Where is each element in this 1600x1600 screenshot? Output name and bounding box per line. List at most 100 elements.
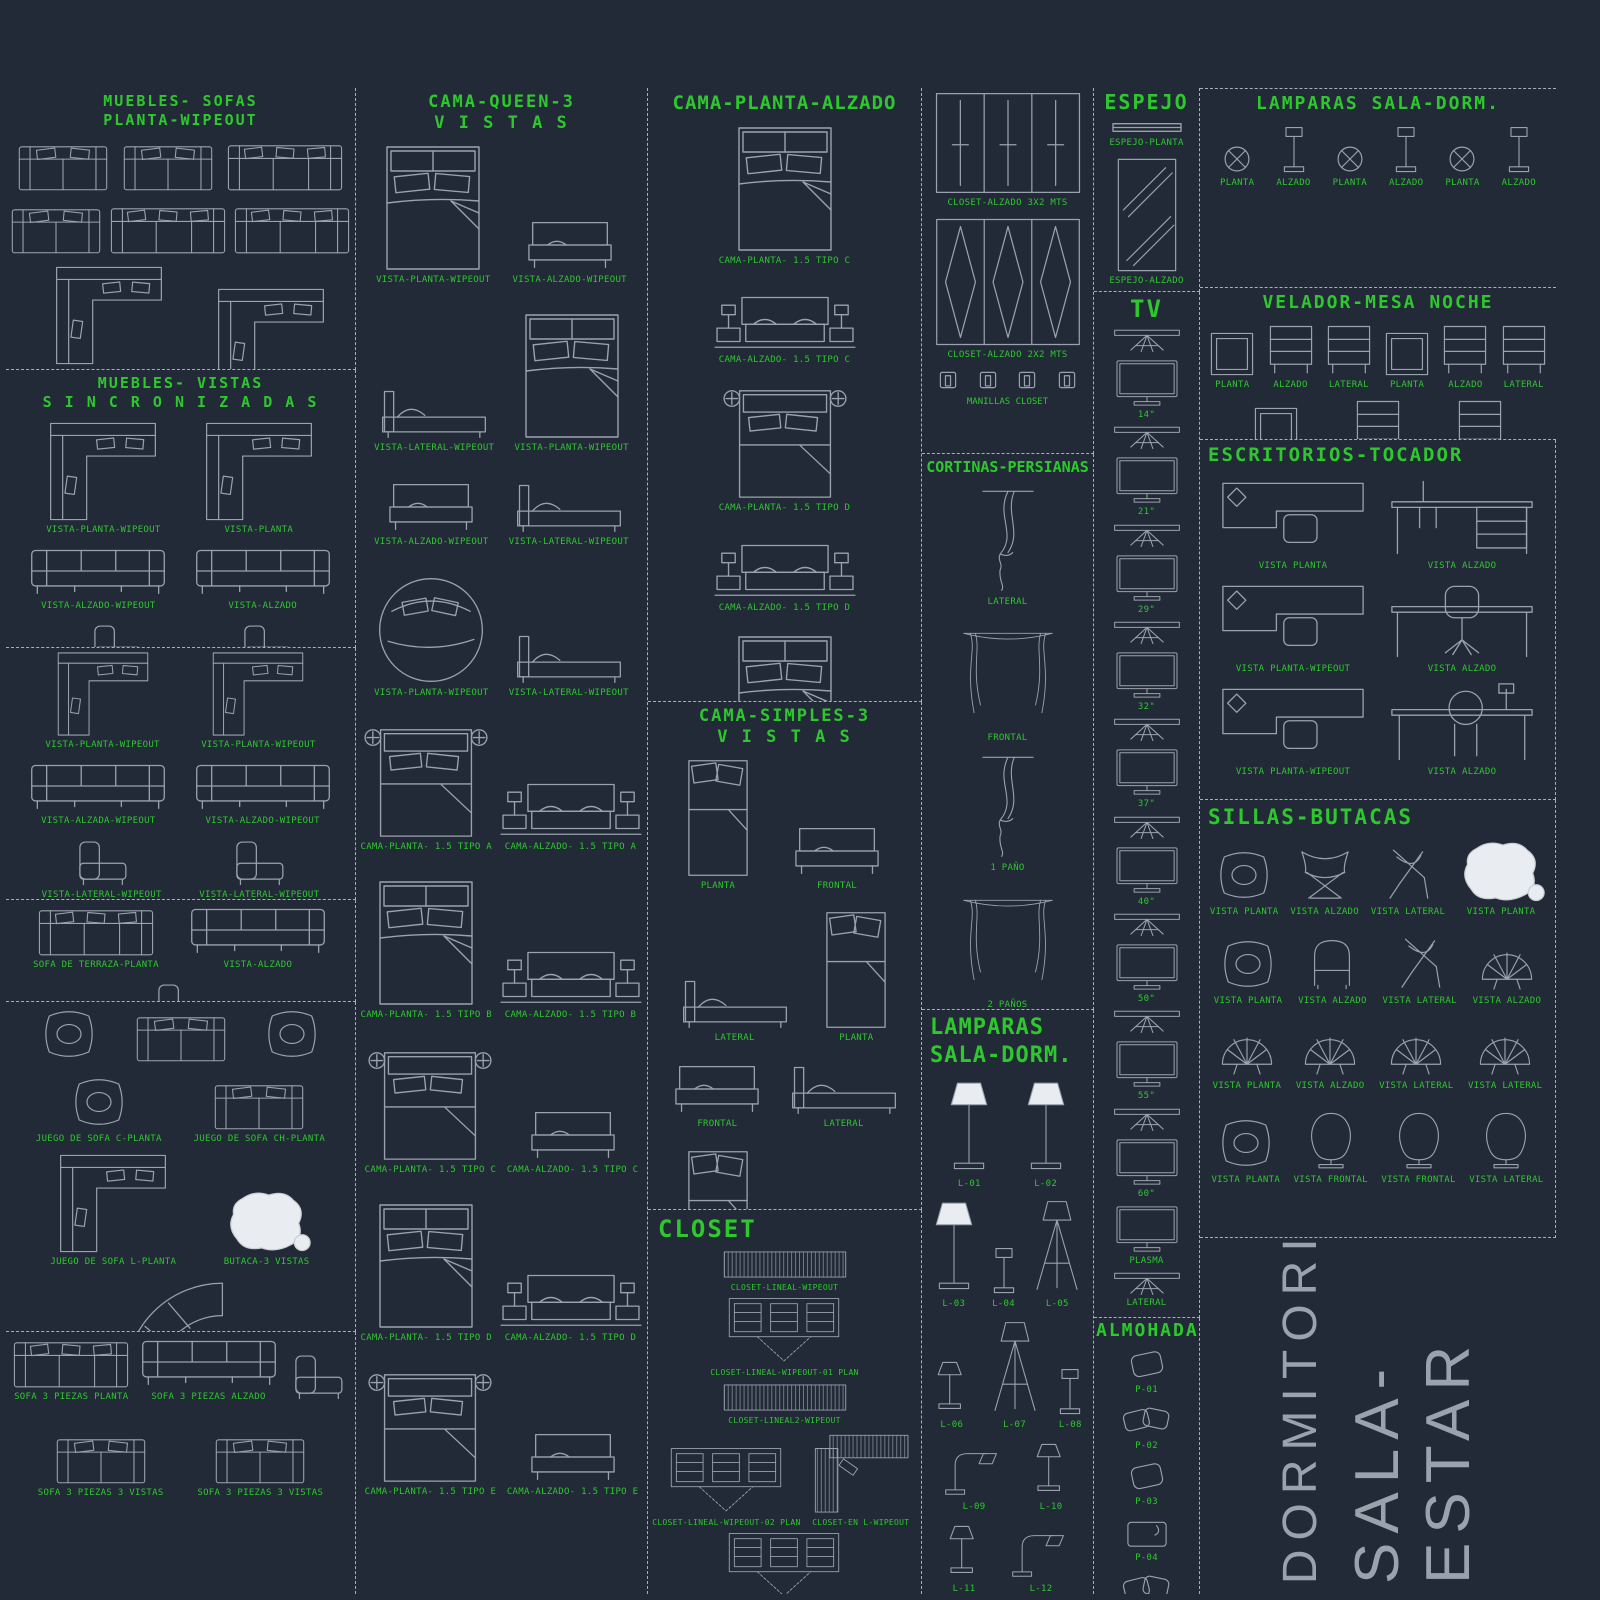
- nightFront-block[interactable]: LATERAL: [1500, 323, 1548, 390]
- bedPosts-block[interactable]: CAMA-PLANTA- 1.5 TIPO A: [360, 724, 492, 852]
- sofa2p-block[interactable]: SOFA 3 PIEZAS 3 VISTAS: [197, 1432, 323, 1498]
- bedPosts-block[interactable]: CAMA-PLANTA- 1.5 TIPO D: [719, 385, 851, 513]
- tvFront-block[interactable]: PLASMA: [1105, 1204, 1189, 1266]
- tvPlan-block[interactable]: [1105, 912, 1189, 937]
- curtainTie-block[interactable]: LATERAL: [976, 485, 1040, 607]
- tvPlan-block[interactable]: [1110, 815, 1184, 840]
- sofaFront-block[interactable]: VISTA-ALZADO-WIPEOUT: [28, 543, 168, 611]
- bedPosts-block[interactable]: CAMA-PLANTA- 1.5 TIPO C: [365, 1047, 497, 1175]
- nightFront-block[interactable]: ALZADO: [1441, 323, 1489, 390]
- bedPlan-block[interactable]: CAMA-PLANTA- 1.5 TIPO B: [719, 633, 851, 702]
- chairFan-block[interactable]: VISTA LATERAL: [1379, 1020, 1453, 1091]
- bedPlan-block[interactable]: CAMA-PLANTA- 1.5 TIPO B: [360, 878, 492, 1020]
- chairPlan-block[interactable]: [262, 1004, 322, 1064]
- lampDesk-block[interactable]: L-10: [1028, 1438, 1074, 1512]
- bedFront-block[interactable]: CAMA-ALZADO- 1.5 TIPO D: [499, 1264, 643, 1343]
- tvFront-block[interactable]: 14": [1111, 358, 1183, 420]
- bedSide-block[interactable]: LATERAL: [680, 976, 790, 1043]
- bedFrontSm-block[interactable]: FRONTAL: [790, 823, 884, 891]
- tvFront-block[interactable]: 50": [1105, 942, 1189, 1004]
- closetOpen-block[interactable]: CLOSET-LINEAL-WIPEOUT-01 PLAN: [710, 1296, 858, 1377]
- deskPlan-block[interactable]: VISTA PLANTA-WIPEOUT: [1219, 682, 1367, 777]
- handleSm-block[interactable]: [977, 369, 999, 391]
- bedFront-block[interactable]: CAMA-ALZADO- 1.5 TIPO B: [499, 941, 643, 1020]
- lampStick-block[interactable]: L-08: [1054, 1366, 1086, 1430]
- bedFront-block[interactable]: CAMA-ALZADO- 1.5 TIPO A: [499, 773, 643, 852]
- closetOpen-block[interactable]: CLOSET-LINEAL-WIPEOUT-02 PLAN: [652, 1446, 800, 1527]
- lampArc-block[interactable]: L-12: [1008, 1524, 1074, 1594]
- lampStick-block[interactable]: ALZADO: [1389, 124, 1423, 188]
- curtains-block[interactable]: 2 PAÑOS: [960, 882, 1056, 1009]
- chairPlan-block[interactable]: VISTA PLANTA: [1214, 934, 1283, 1006]
- tvPlan-block[interactable]: [1110, 717, 1184, 742]
- bedSide-block[interactable]: VISTA-LATERAL-WIPEOUT: [509, 631, 629, 698]
- sofa2p-block[interactable]: [17, 139, 109, 193]
- lampStick-block[interactable]: ALZADO: [1276, 124, 1310, 188]
- sofaL-block[interactable]: JUEGO DE SOFA L-PLANTA: [50, 1152, 176, 1267]
- nightFront-block[interactable]: ALZADO: [1267, 323, 1315, 390]
- pillow-block[interactable]: P-03: [1124, 1459, 1170, 1507]
- tvFront-block[interactable]: 37": [1111, 747, 1183, 809]
- deskFront-block[interactable]: VISTA ALZADO: [1388, 476, 1536, 571]
- nightFront-block[interactable]: LATERAL: [1325, 323, 1373, 390]
- chairEgg-block[interactable]: VISTA FRONTAL: [1294, 1105, 1368, 1185]
- closetDoors-block[interactable]: CLOSET-ALZADO 3X2 MTS: [933, 90, 1083, 208]
- bedFront-block[interactable]: CAMA-ALZADO- 1.5 TIPO C: [713, 286, 857, 365]
- sofaL-block[interactable]: VISTA-PLANTA-WIPEOUT: [201, 650, 315, 750]
- sofa2p-block[interactable]: [135, 1010, 227, 1064]
- curtainTie-block[interactable]: 1 PAÑO: [976, 751, 1040, 873]
- lampPlan-block[interactable]: PLANTA: [1445, 142, 1479, 188]
- chairPlan-block[interactable]: [39, 1004, 99, 1064]
- sofaL-block[interactable]: [215, 286, 327, 370]
- sofa3p-block[interactable]: [233, 201, 351, 256]
- nightFront-block[interactable]: ALZADO: [1354, 398, 1402, 440]
- sofaL-block[interactable]: VISTA-PLANTA-WIPEOUT: [45, 650, 159, 750]
- bedRound-block[interactable]: VISTA-PLANTA-WIPEOUT: [374, 574, 488, 698]
- handleSm-block[interactable]: [1056, 369, 1078, 391]
- chairEgg-block[interactable]: VISTA LATERAL: [1469, 1105, 1543, 1185]
- tvFront-block[interactable]: 40": [1111, 845, 1183, 907]
- tvFront-block[interactable]: 55": [1105, 1039, 1189, 1101]
- tvPlan-block[interactable]: [1105, 1107, 1189, 1132]
- chairBlobWhite-block[interactable]: VISTA PLANTA: [1457, 838, 1545, 917]
- sofaFront-block[interactable]: SOFA 3 PIEZAS ALZADO: [139, 1334, 279, 1402]
- sofa3p-block[interactable]: SOFA DE TERRAZA-PLANTA: [33, 903, 159, 970]
- sofaFront-block[interactable]: VISTA-ALZADO: [193, 543, 333, 611]
- deskPlan-block[interactable]: VISTA PLANTA-WIPEOUT: [1219, 579, 1367, 674]
- curtains-block[interactable]: FRONTAL: [960, 615, 1056, 743]
- sofaSide-block[interactable]: VISTA-LATERAL-WIPEOUT: [57, 619, 177, 648]
- bedSingle-block[interactable]: PLANTA: [823, 909, 889, 1043]
- sofa3p-block[interactable]: [226, 138, 344, 193]
- deskPlan-block[interactable]: VISTA PLANTA: [1219, 476, 1367, 571]
- lampStick-block[interactable]: ALZADO: [1502, 124, 1536, 188]
- bedSingle-block[interactable]: PLANTA: [685, 757, 751, 891]
- sofaFront-block[interactable]: VISTA-ALZADO-WIPEOUT: [193, 758, 333, 826]
- bedFrontSm-block[interactable]: VISTA-ALZADO-WIPEOUT: [513, 217, 627, 285]
- tocador-block[interactable]: VISTA ALZADO: [1388, 682, 1536, 777]
- nightFront-block[interactable]: LATERAL: [1456, 398, 1504, 440]
- tvFront-block[interactable]: 29": [1111, 553, 1183, 615]
- chairBlobWhite-block[interactable]: BUTACA-3 VISTAS: [223, 1188, 311, 1267]
- sofaL-block[interactable]: JUEGO DE SOFA-EN L-CON MESITA PLANTA: [34, 264, 184, 369]
- tvPlan-block[interactable]: [1110, 523, 1184, 548]
- bedSide-block[interactable]: VISTA-LATERAL-WIPEOUT: [374, 386, 494, 453]
- handleSm-block[interactable]: [937, 369, 959, 391]
- sofa3p-block[interactable]: SOFA 3 PIEZAS PLANTA: [12, 1335, 130, 1402]
- tvPlan-block[interactable]: [1110, 620, 1184, 645]
- lampArc-block[interactable]: L-09: [941, 1442, 1007, 1512]
- bedPlan-block[interactable]: VISTA-PLANTA-WIPEOUT: [376, 143, 490, 285]
- bedSide-block[interactable]: LATERAL: [789, 1062, 899, 1129]
- sofaSide-block[interactable]: [287, 1349, 349, 1402]
- sofa2p-block[interactable]: SOFA 3 PIEZAS 3 VISTAS: [38, 1432, 164, 1498]
- chairPlan-block[interactable]: VISTA PLANTA: [1211, 1113, 1280, 1185]
- sofa2p-block[interactable]: JUEGO DE SOFA CH-PLANTA: [194, 1078, 326, 1144]
- chairFan-block[interactable]: VISTA ALZADO: [1296, 1020, 1365, 1091]
- lampStick-block[interactable]: L-04: [988, 1245, 1020, 1309]
- chairFront-block[interactable]: VISTA ALZADO: [1298, 932, 1367, 1006]
- bedPosts-block[interactable]: CAMA-PLANTA- 1.5 TIPO E: [365, 1369, 497, 1497]
- chairEgg-block[interactable]: VISTA FRONTAL: [1381, 1105, 1455, 1185]
- closetHatch-block[interactable]: CLOSET-LINEAL-WIPEOUT: [722, 1248, 848, 1292]
- chairSide-block[interactable]: VISTA LATERAL: [1383, 934, 1457, 1006]
- sofaSide-block[interactable]: VISTA-LATERAL-WIPEOUT: [42, 835, 162, 899]
- mirrorFront-block[interactable]: ESPEJO-ALZADO: [1109, 156, 1183, 286]
